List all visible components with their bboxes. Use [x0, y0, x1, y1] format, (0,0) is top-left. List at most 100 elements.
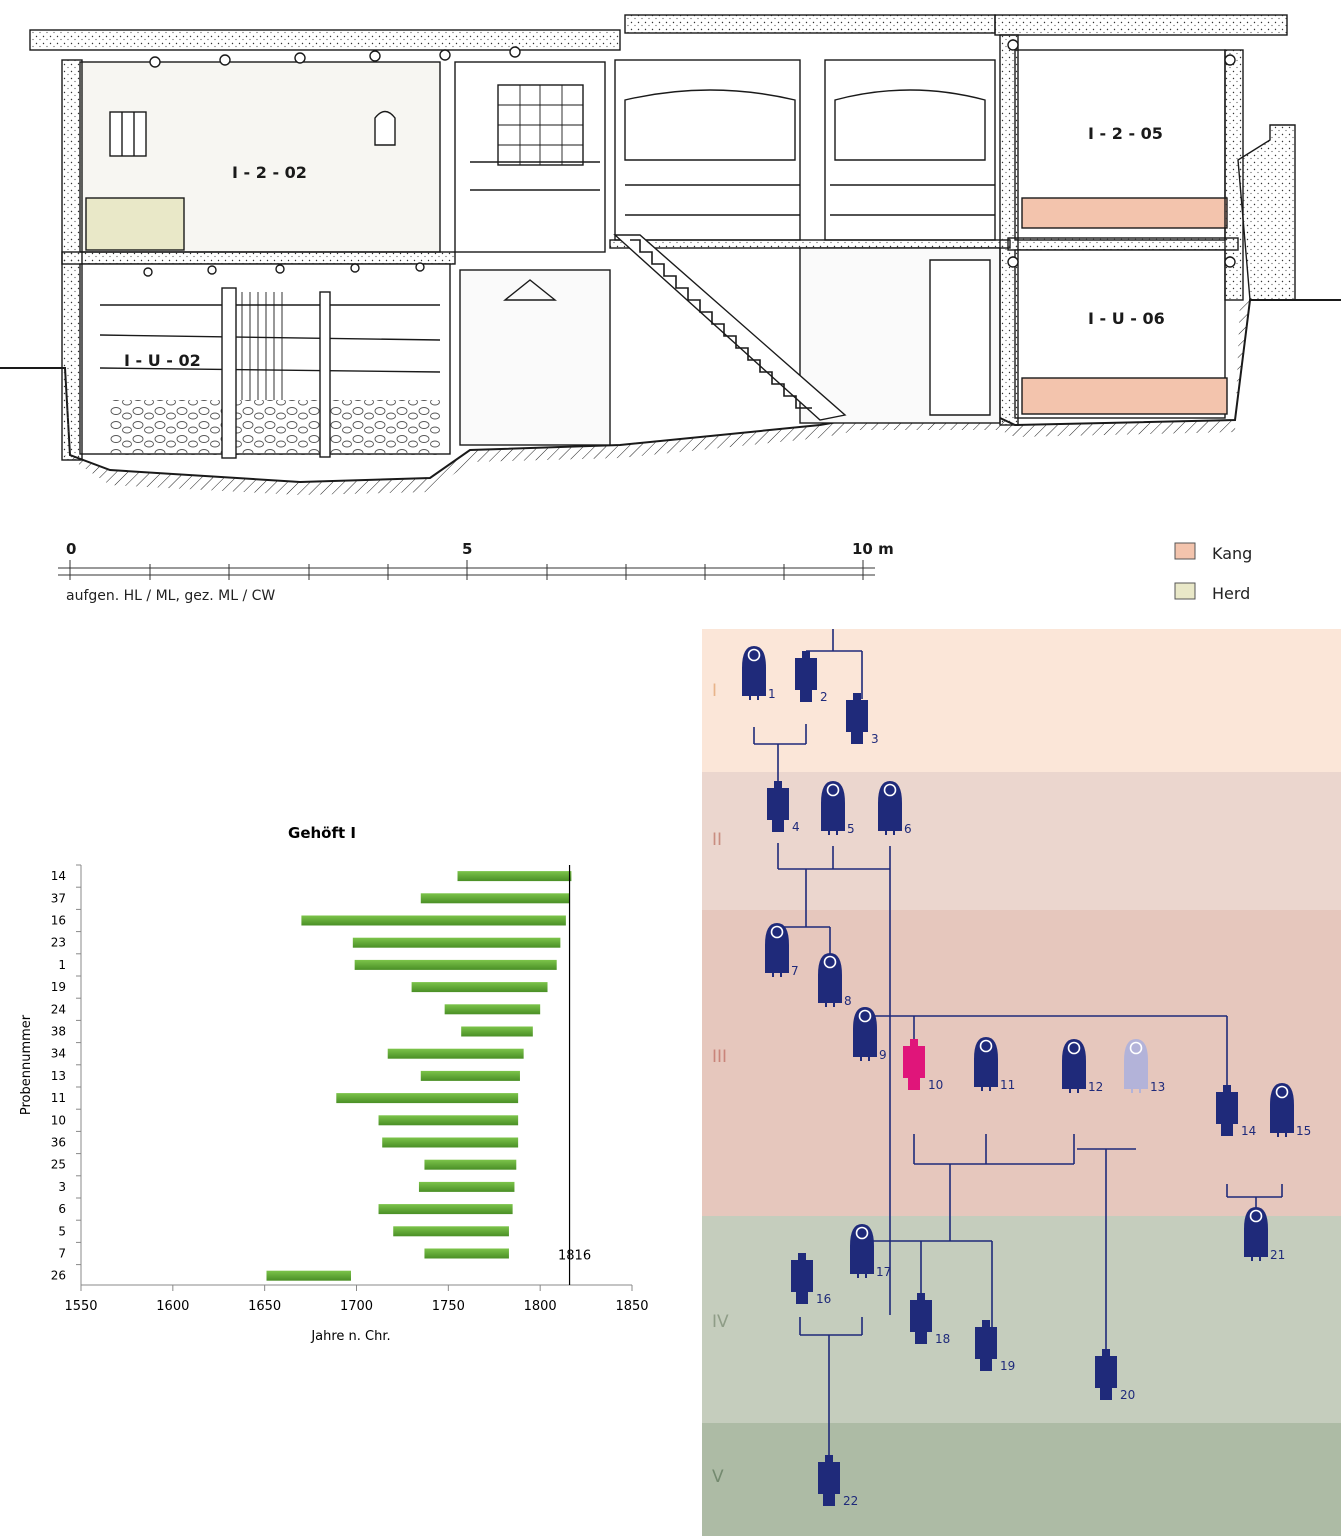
person-number: 19 [1000, 1359, 1015, 1373]
female-figure-13 [1124, 1039, 1148, 1093]
legend-kang-label: Kang [1212, 544, 1252, 563]
sample-bar [411, 982, 548, 993]
sample-bar [378, 1204, 513, 1215]
kang-upper-right [1021, 197, 1228, 229]
sample-bar [424, 1159, 517, 1170]
generation-band [702, 772, 1341, 910]
sample-bar [393, 1226, 509, 1237]
sample-bar [387, 1048, 524, 1059]
sample-bar [352, 937, 561, 948]
scale-tick-0: 0 [66, 540, 76, 558]
room-label-i-2-05: I - 2 - 05 [1088, 124, 1163, 143]
reference-line-label: 1816 [558, 1249, 591, 1264]
scale-tick-5: 5 [462, 540, 472, 558]
dendro-chart: Gehöft I Probennummer Jahre n. Chr. 1550… [19, 824, 649, 1344]
legend-herd-swatch [1174, 582, 1196, 600]
person-number: 6 [904, 822, 912, 836]
y-tick-label: 36 [51, 1136, 66, 1150]
legend-herd-label: Herd [1212, 584, 1250, 603]
staircase [613, 234, 847, 421]
male-figure-10 [903, 1039, 925, 1090]
generation-band [702, 1423, 1341, 1536]
y-tick-label: 38 [51, 1025, 66, 1039]
person-number: 21 [1270, 1248, 1285, 1262]
sample-bar [266, 1270, 351, 1281]
legend-kang-swatch [1174, 542, 1196, 560]
y-tick-label: 6 [58, 1202, 66, 1216]
person-number: 11 [1000, 1078, 1015, 1092]
male-figure-19 [975, 1320, 997, 1371]
y-tick-label: 23 [51, 936, 66, 950]
female-figure-9 [853, 1007, 877, 1061]
x-tick-label: 1700 [340, 1299, 373, 1314]
kang-lower-right [1021, 377, 1228, 415]
male-figure-14 [1216, 1085, 1238, 1136]
female-figure-15 [1270, 1083, 1294, 1137]
x-tick-label: 1600 [156, 1299, 189, 1314]
female-figure-8 [818, 953, 842, 1007]
sample-bar [457, 871, 572, 882]
building-section-drawing: I - 2 - 02 I - U - 02 I - 2 - 05 I - U -… [0, 14, 1341, 495]
sample-bar [382, 1137, 519, 1148]
male-figure-20 [1095, 1349, 1117, 1400]
x-tick-label: 1750 [432, 1299, 465, 1314]
person-number: 8 [844, 994, 852, 1008]
person-number: 20 [1120, 1388, 1135, 1402]
sample-bar [301, 915, 566, 926]
y-tick-label: 13 [51, 1069, 66, 1083]
generation-band [702, 629, 1341, 772]
y-tick-label: 16 [51, 914, 66, 928]
y-tick-label: 3 [58, 1180, 66, 1194]
person-number: 15 [1296, 1124, 1311, 1138]
male-figure-3 [846, 693, 868, 744]
x-tick-label: 1800 [524, 1299, 557, 1314]
sample-bar [378, 1115, 519, 1126]
y-tick-label: 26 [51, 1269, 66, 1283]
female-figure-11 [974, 1037, 998, 1091]
person-number: 13 [1150, 1080, 1165, 1094]
person-number: 17 [876, 1265, 891, 1279]
y-tick-label: 7 [58, 1247, 66, 1261]
female-figure-7 [765, 923, 789, 977]
male-figure-18 [910, 1293, 932, 1344]
person-number: 7 [791, 964, 799, 978]
male-figure-4 [767, 781, 789, 832]
chart-ylabel: Probennummer [19, 1014, 34, 1115]
scale-credit: aufgen. HL / ML, gez. ML / CW [66, 588, 275, 604]
male-figure-16 [791, 1253, 813, 1304]
scale-bar-and-legend: 0 5 10 m aufgen. HL / ML, gez. ML / CW K… [58, 540, 1252, 604]
chart-title: Gehöft I [288, 824, 356, 842]
room-label-i-u-06: I - U - 06 [1088, 309, 1165, 328]
sample-bar [336, 1093, 519, 1104]
y-tick-label: 24 [51, 1002, 66, 1016]
female-figure-6 [878, 781, 902, 835]
sample-bar [424, 1248, 509, 1259]
person-number: 16 [816, 1292, 831, 1306]
generation-label: V [712, 1467, 724, 1487]
roof-left [29, 29, 621, 51]
person-number: 12 [1088, 1080, 1103, 1094]
person-number: 10 [928, 1078, 943, 1092]
person-number: 9 [879, 1048, 887, 1062]
roof-right [994, 14, 1288, 36]
sample-bar [444, 1004, 541, 1015]
y-tick-label: 34 [51, 1047, 66, 1061]
scale-tick-10: 10 m [852, 540, 894, 558]
female-figure-21 [1244, 1207, 1268, 1261]
generation-label: III [712, 1047, 727, 1067]
female-figure-5 [821, 781, 845, 835]
sample-bar [418, 1181, 515, 1192]
room-label-i-u-02: I - U - 02 [124, 351, 201, 370]
person-number: 3 [871, 732, 879, 746]
y-tick-label: 37 [51, 891, 66, 905]
x-tick-label: 1550 [64, 1299, 97, 1314]
generation-band [702, 910, 1341, 1216]
person-number: 14 [1241, 1124, 1256, 1138]
y-tick-label: 5 [58, 1224, 66, 1238]
male-figure-2 [795, 651, 817, 702]
sample-bar [420, 1070, 520, 1081]
y-tick-label: 14 [51, 869, 66, 883]
sample-bar [354, 959, 557, 970]
person-number: 4 [792, 820, 800, 834]
ground-hatch [65, 300, 1250, 495]
